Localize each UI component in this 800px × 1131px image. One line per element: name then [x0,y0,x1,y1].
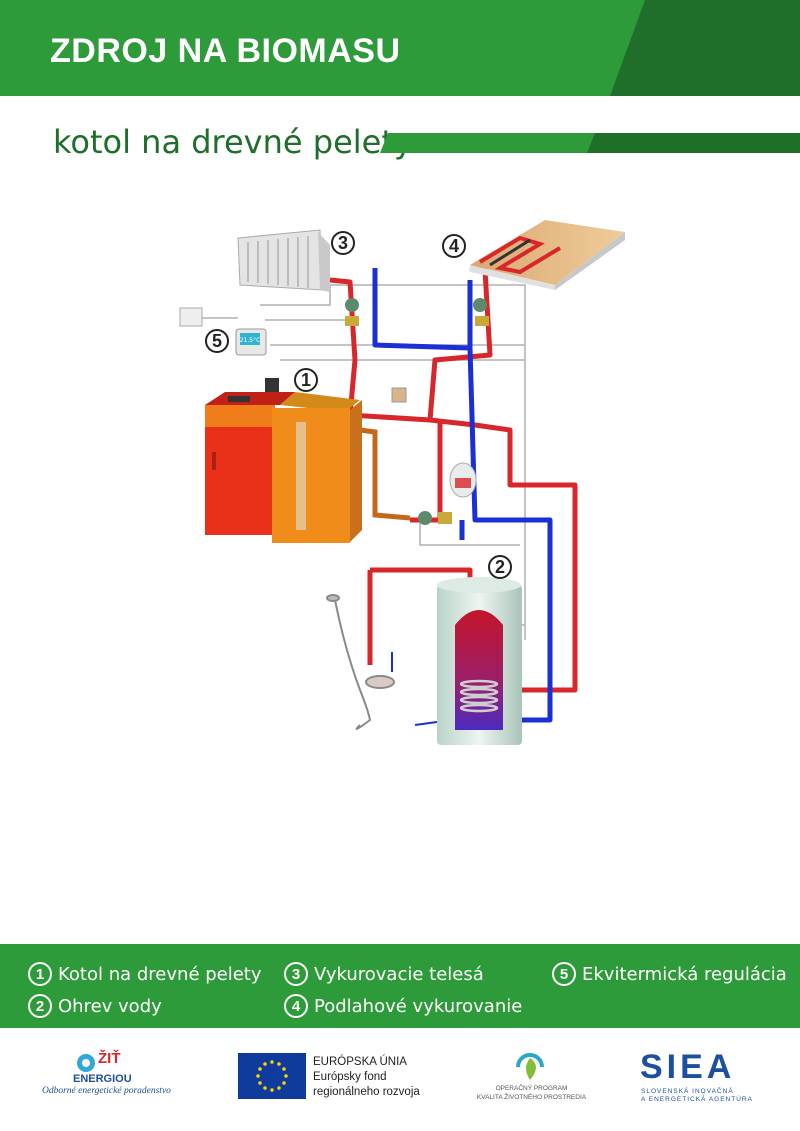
svg-text:2: 2 [495,557,505,577]
display-reading: 21.5°C [240,337,261,344]
footer-logos: ŽIŤ ENERGIOU Odborné energetické poraden… [0,1028,800,1131]
pump-icon [345,298,489,525]
eu-line2: Európsky fond [313,1071,387,1083]
page-title: ZDROJ NA BIOMASU [50,32,401,70]
op-line1: OPERAČNÝ PROGRAM [495,1085,568,1092]
legend-label: Vykurovacie telesá [314,963,484,985]
legend-item-5: 5 Ekvitermická regulácia [552,962,787,986]
legend-label: Ekvitermická regulácia [582,963,787,985]
eu-flag-icon [238,1053,306,1099]
svg-text:4: 4 [449,236,459,256]
header-accent [610,0,800,96]
leaf-icon [516,1053,544,1080]
water-drop-icon [77,1054,95,1072]
legend-bar: 1 Kotol na drevné pelety 2 Ohrev vody 3 … [0,944,800,1028]
floor-heating-icon [470,220,625,290]
legend-number: 1 [28,962,52,986]
marker-2: 2 [488,555,512,579]
op-line2: KVALITA ŽIVOTNÉHO PROSTREDIA [476,1094,587,1101]
header-bar: ZDROJ NA BIOMASU [0,0,800,96]
page-subtitle: kotol na drevné pelety [53,123,413,161]
legend-number: 5 [552,962,576,986]
water-tank-icon [414,577,522,745]
legend-item-3: 3 Vykurovacie telesá [284,962,484,986]
return-pipe [359,427,411,521]
legend-label: Podlahové vykurovanie [314,995,523,1017]
legend-item-1: 1 Kotol na drevné pelety [28,962,262,986]
siea-line1: SLOVENSKÁ INOVAČNÁ [641,1088,734,1095]
zit-logo-line1: ŽIŤ [98,1050,121,1067]
marker-3: 3 [331,231,355,255]
svg-text:5: 5 [212,331,222,351]
eu-line3: regionálneho rozvoja [313,1086,420,1098]
zit-logo-line2: ENERGIOU [73,1073,132,1085]
legend-label: Kotol na drevné pelety [58,963,262,985]
marker-1: 1 [294,368,318,392]
subtitle-stripe [380,133,800,153]
legend-label: Ohrev vody [58,995,162,1017]
eu-line1: EURÓPSKA ÚNIA [313,1056,407,1068]
heating-diagram: 21.5°C 1 2 [179,220,625,745]
legend-item-2: 2 Ohrev vody [28,994,162,1018]
marker-5: 5 [205,329,229,353]
legend-item-4: 4 Podlahové vykurovanie [284,994,522,1018]
zit-logo-tagline: Odborné energetické poradenstvo [42,1086,171,1096]
radiator-icon [237,229,330,292]
marker-4: 4 [442,234,466,258]
shower-icon [326,594,395,730]
siea-name: SIEA [640,1048,736,1086]
legend-number: 4 [284,994,308,1018]
regulator-icon: 21.5°C [179,307,267,356]
svg-text:1: 1 [301,370,311,390]
cold-pipes [372,268,553,723]
legend-number: 2 [28,994,52,1018]
legend-number: 3 [284,962,308,986]
siea-line2: A ENERGETICKÁ AGENTÚRA [641,1096,753,1103]
boiler-icon [205,378,362,543]
svg-text:3: 3 [338,233,348,253]
